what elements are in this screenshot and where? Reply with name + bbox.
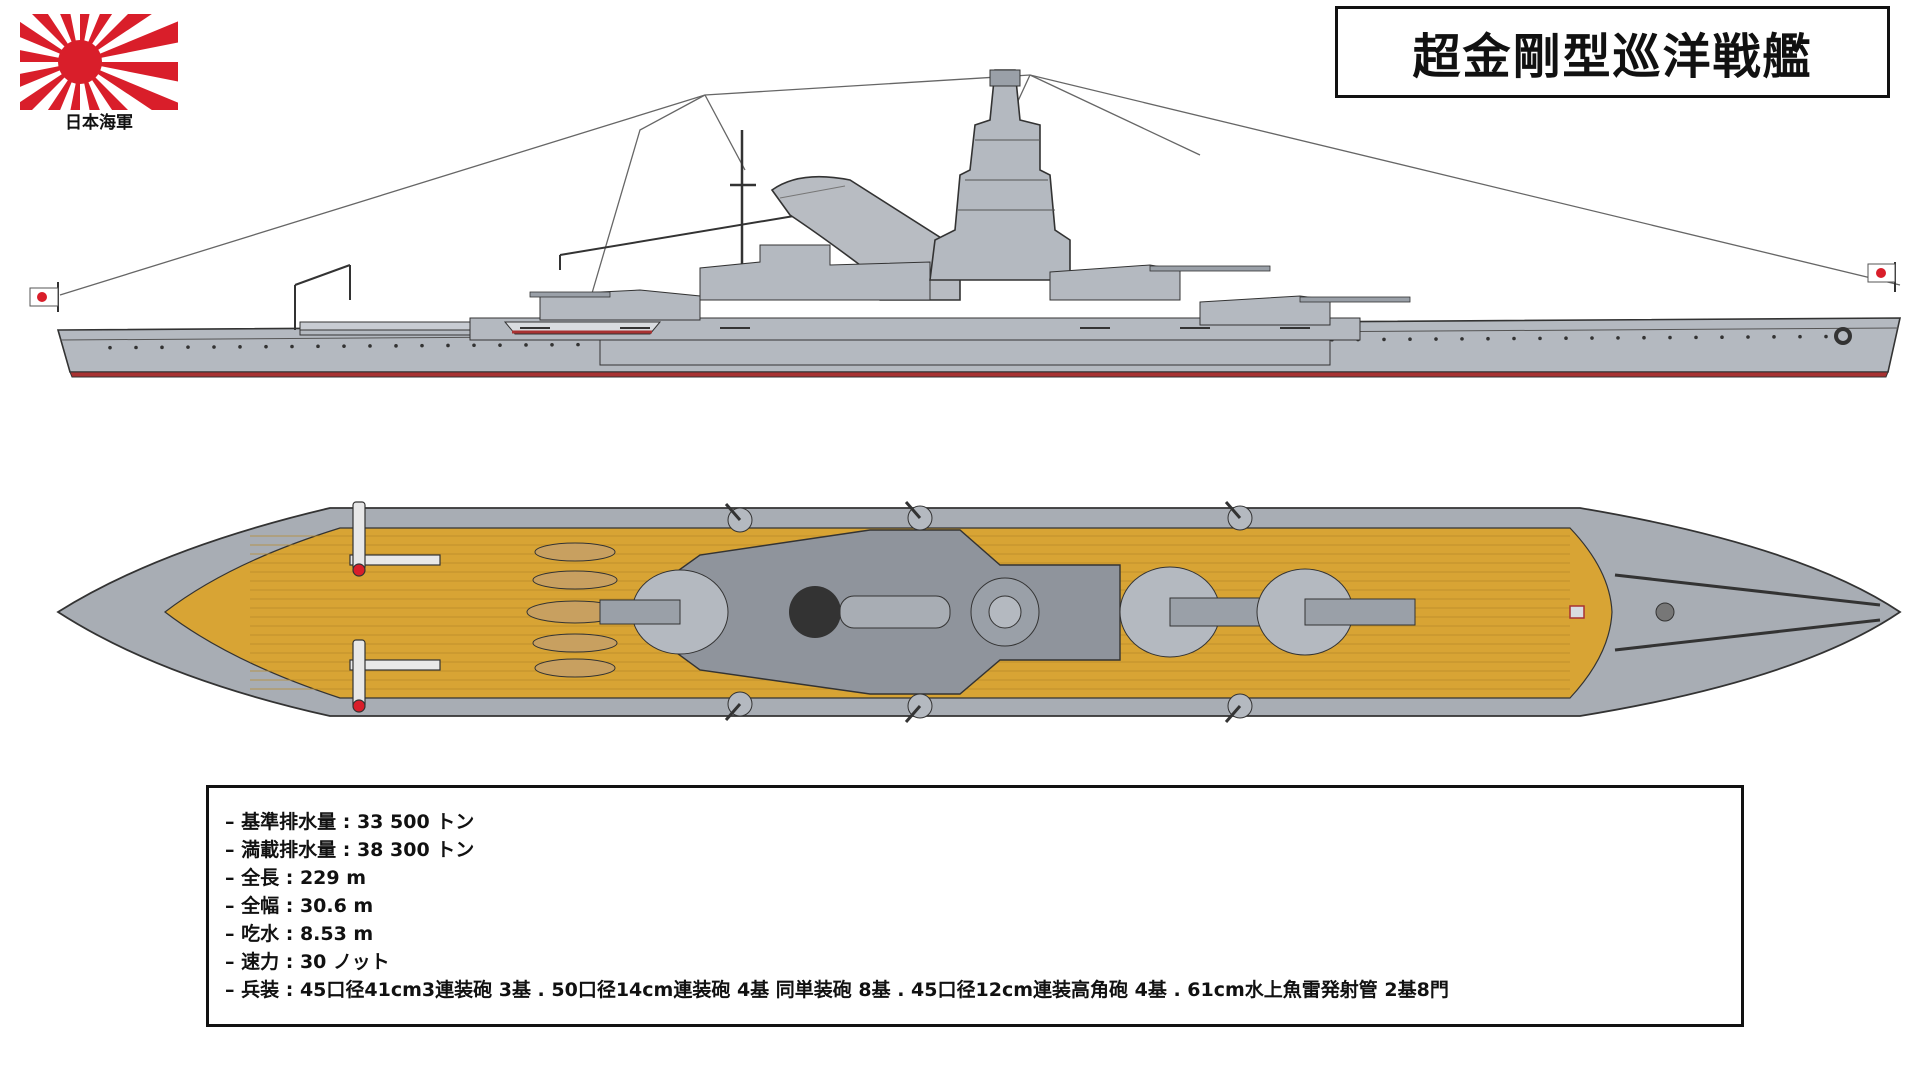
spec-line: – 全幅 : 30.6 m — [225, 895, 374, 917]
boat-crane — [559, 214, 801, 270]
midship-superstructure — [699, 244, 931, 301]
anchor-gear — [1614, 573, 1881, 652]
rising-sun-flag-icon — [20, 14, 178, 110]
forward-turret-a-guns — [1299, 296, 1411, 303]
forward-turret-b — [1049, 264, 1181, 301]
plan-turret-a — [1256, 568, 1416, 656]
spec-line: – 吃水 : 8.53 m — [225, 923, 374, 945]
aft-turret — [539, 289, 701, 321]
catapult — [299, 321, 471, 331]
ship-profile-view — [29, 69, 1901, 378]
stern-flag-icon — [29, 282, 59, 312]
forward-turret-a — [1199, 295, 1331, 326]
spec-line: – 満載排水量 : 38 300 トン — [225, 839, 475, 861]
plan-secondary-guns — [724, 501, 1253, 723]
plan-funnel — [789, 586, 951, 638]
bow-fitting — [1569, 605, 1585, 619]
seaplane-aft — [349, 501, 441, 713]
waterline-boot-top — [69, 371, 1889, 378]
ensign-caption: 日本海軍 — [65, 113, 133, 133]
pagoda-mast — [929, 69, 1071, 281]
bow-jack-icon — [1867, 262, 1896, 292]
spec-line: – 速力 : 30 ノット — [225, 951, 390, 973]
capstan — [1655, 602, 1675, 622]
title-box: 超金剛型巡洋戦艦 — [1335, 6, 1890, 98]
forward-turret-b-guns — [1149, 265, 1271, 272]
plan-turret-aft — [599, 569, 729, 655]
aft-crane — [294, 264, 351, 330]
spec-box: – 基準排水量 : 33 500 トン – 満載排水量 : 38 300 トン – … — [206, 785, 1744, 1027]
plan-bridge — [970, 577, 1040, 647]
rangefinder-top — [989, 69, 1021, 87]
armor-belt — [599, 339, 1331, 366]
spec-line: – 兵装 : 45口径41cm3連装砲 3基 . 50口径14cm連装砲 4基 … — [225, 979, 1449, 1001]
page-title: 超金剛型巡洋戦艦 — [1412, 29, 1813, 85]
aft-turret-guns — [529, 291, 611, 298]
ship-plan-view — [56, 501, 1902, 723]
spec-line: – 基準排水量 : 33 500 トン — [225, 811, 475, 833]
rigging-wires — [59, 74, 1901, 301]
spec-line: – 全長 : 229 m — [225, 867, 367, 889]
